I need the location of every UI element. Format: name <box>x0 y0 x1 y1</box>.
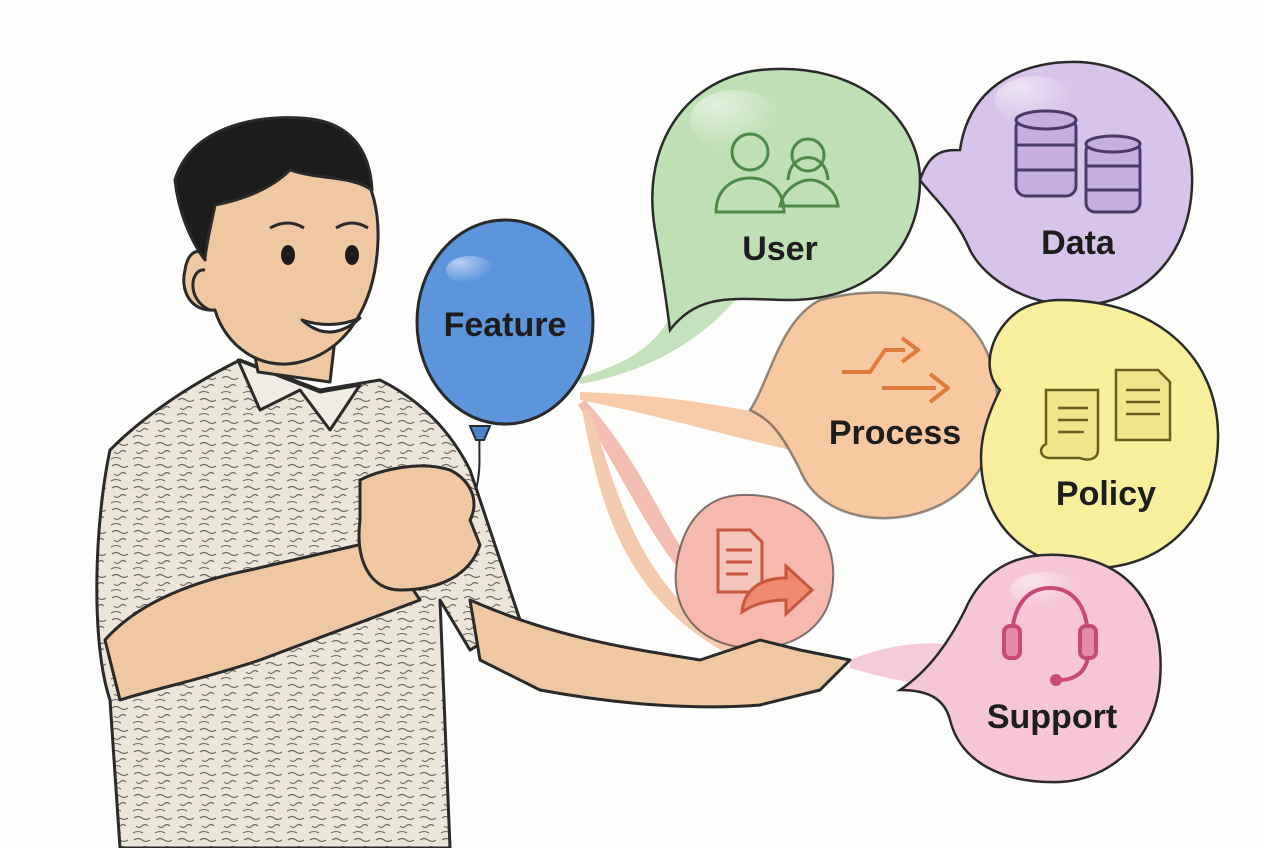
bubble-data: Data <box>918 60 1194 307</box>
bubble-support-label: Support <box>987 698 1117 736</box>
bubble-process-label: Process <box>829 414 961 452</box>
database-icon <box>1014 109 1142 214</box>
hand-left <box>357 464 482 592</box>
bubble-process: Process <box>748 291 999 520</box>
policy-documents-icon <box>1039 368 1172 461</box>
bubble-document-forward <box>674 493 835 650</box>
mouth <box>300 316 362 334</box>
balloon-knot <box>468 425 492 441</box>
bubble-policy-label: Policy <box>1056 475 1156 513</box>
ribbon-to-document <box>578 400 700 590</box>
users-icon <box>714 132 840 214</box>
headset-icon <box>1002 585 1098 686</box>
bubble-policy: Policy <box>979 298 1220 570</box>
document-forward-icon <box>716 528 815 618</box>
bubble-user: User <box>651 67 922 334</box>
eyebrows <box>269 221 369 230</box>
ribbon-to-process <box>580 392 815 455</box>
eye-right <box>345 245 359 265</box>
ear <box>191 268 211 312</box>
balloon-string <box>475 433 481 491</box>
bubble-user-label: User <box>742 230 818 268</box>
process-arrows-icon <box>842 336 950 404</box>
person-illustration <box>95 116 852 848</box>
eye-left <box>281 245 295 265</box>
shirt-collar <box>236 358 362 432</box>
arm-right <box>468 598 852 709</box>
bubble-support: Support <box>895 553 1162 784</box>
arm-left <box>103 538 422 702</box>
feature-balloon: Feature <box>415 218 595 441</box>
bubble-data-label: Data <box>1041 224 1116 262</box>
hair <box>173 116 374 262</box>
feature-balloon-label: Feature <box>444 306 567 344</box>
